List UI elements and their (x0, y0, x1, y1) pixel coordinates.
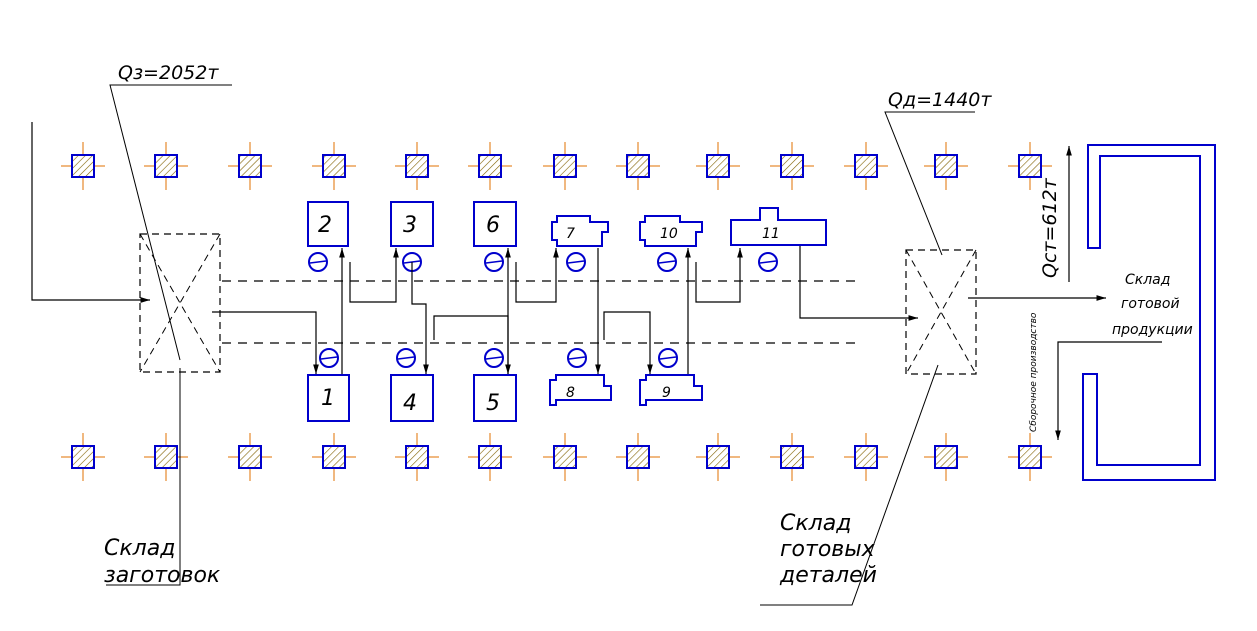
operator-icon (758, 252, 778, 272)
column (61, 142, 105, 190)
column (468, 142, 512, 190)
machine-number: 8 (566, 385, 575, 401)
column (395, 433, 439, 481)
column (844, 142, 888, 190)
operator-workplaces (308, 252, 778, 368)
machine-number: 10 (660, 226, 678, 242)
parts-tonnage-label: Qд=1440т (888, 89, 992, 111)
product-warehouse-label-1: Склад (1125, 272, 1170, 288)
column (696, 142, 740, 190)
column (616, 142, 660, 190)
machine-number: 1 (321, 386, 335, 411)
machine-8: 8 (549, 374, 612, 406)
column (228, 433, 272, 481)
machine-1: 1 (307, 374, 350, 422)
machine-4: 4 (390, 374, 434, 422)
operator-icon (566, 252, 586, 272)
column (61, 433, 105, 481)
assembly-shop-frame (1082, 144, 1216, 481)
column (924, 433, 968, 481)
operator-icon (484, 348, 504, 368)
operator-icon (567, 348, 587, 368)
assembly-arrows (1055, 146, 1162, 440)
machine-11: 11 (730, 207, 827, 246)
column (543, 433, 587, 481)
leader-lines (106, 84, 975, 606)
machine-6: 6 (473, 201, 517, 247)
column (144, 433, 188, 481)
operator-icon (484, 252, 504, 272)
column (770, 433, 814, 481)
machine-7: 7 (551, 215, 609, 247)
machine-number: 2 (318, 213, 332, 238)
route-flow-lines (212, 246, 1106, 374)
assembly-shop-label: Сборочное производство (1029, 312, 1039, 432)
operator-icon (658, 348, 678, 368)
machine-number: 5 (486, 391, 500, 416)
product-warehouse-label-3: продукции (1112, 322, 1193, 338)
machine-number: 9 (662, 385, 671, 401)
machine-10: 10 (639, 215, 703, 247)
column (312, 142, 356, 190)
operator-icon (308, 252, 328, 272)
column (312, 433, 356, 481)
input-flow-line (31, 122, 150, 303)
product-warehouse-label-2: готовой (1121, 296, 1180, 312)
machine-2: 2 (307, 201, 349, 247)
machine-number: 3 (403, 213, 417, 238)
column (696, 433, 740, 481)
column (543, 142, 587, 190)
column (468, 433, 512, 481)
column (228, 142, 272, 190)
blanks-warehouse-label-2: заготовок (104, 563, 221, 588)
assembly-tonnage-label: Qст=612т (1039, 177, 1061, 278)
column (770, 142, 814, 190)
building-columns (61, 142, 1052, 481)
column (844, 433, 888, 481)
column (395, 142, 439, 190)
parts-warehouse-label-2: готовых (780, 537, 876, 562)
blanks-tonnage-label: Qз=2052т (118, 62, 219, 84)
blanks-warehouse (139, 233, 221, 373)
parts-warehouse-label-1: Склад (780, 511, 851, 536)
parts-warehouse-label-3: деталей (779, 563, 877, 588)
column (924, 142, 968, 190)
machine-number: 7 (566, 226, 575, 242)
blanks-warehouse-label-1: Склад (104, 536, 175, 561)
operator-icon (396, 348, 416, 368)
operator-icon (657, 252, 677, 272)
transport-aisle (222, 280, 858, 344)
machine-9: 9 (639, 374, 703, 406)
machine-3: 3 (390, 201, 434, 247)
machine-number: 11 (762, 226, 780, 242)
machine-number: 4 (403, 391, 417, 416)
machine-number: 6 (486, 213, 500, 238)
machine-5: 5 (473, 374, 517, 422)
column (1008, 433, 1052, 481)
column (616, 433, 660, 481)
column (144, 142, 188, 190)
column (1008, 142, 1052, 190)
operator-icon (319, 348, 339, 368)
finished-parts-warehouse (905, 249, 977, 375)
